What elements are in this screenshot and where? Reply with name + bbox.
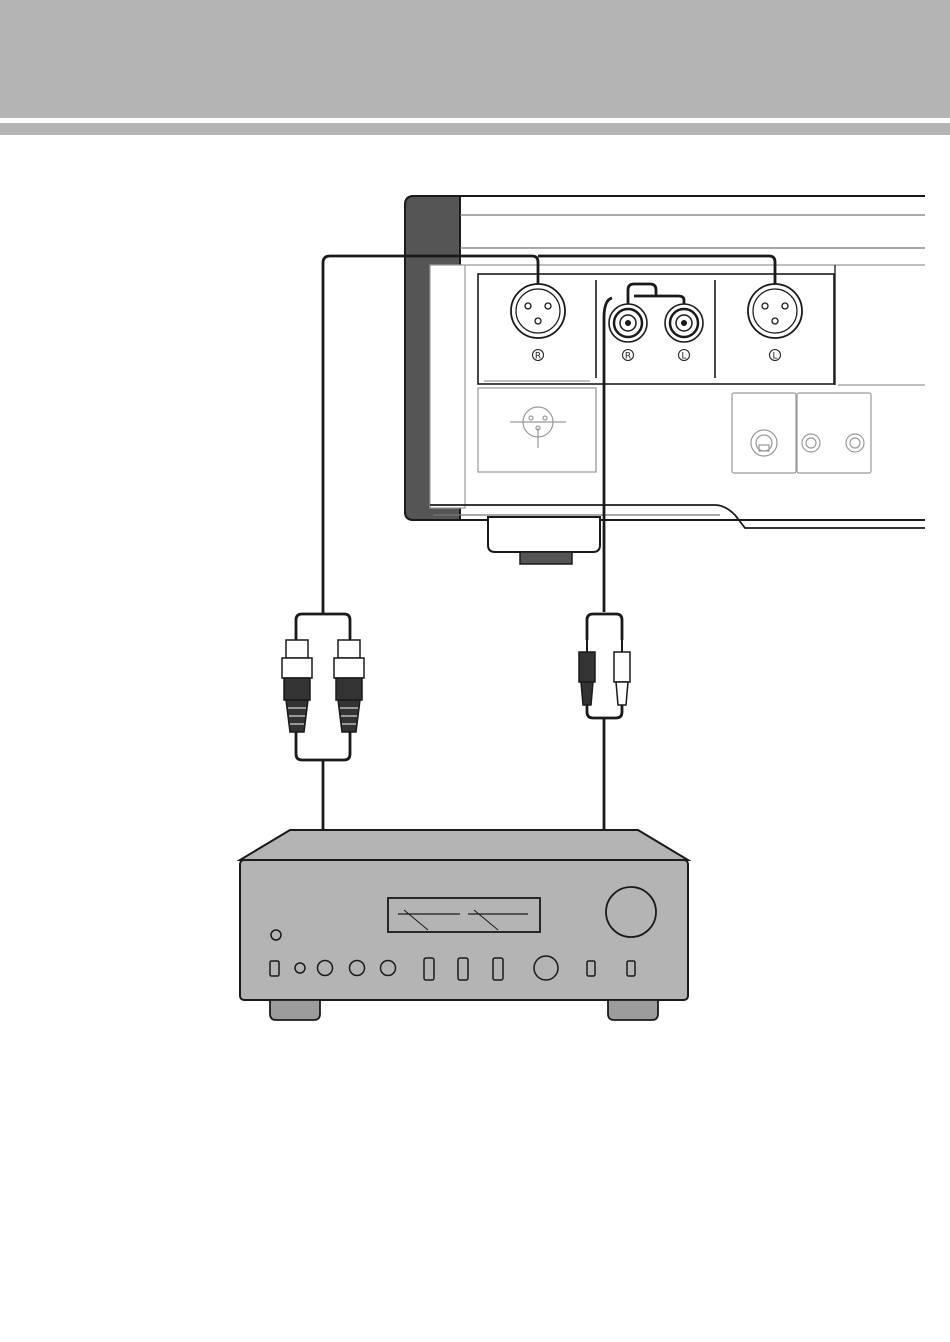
xlr-plug-icon [282, 640, 312, 732]
rca-socket-icon [609, 304, 647, 342]
rca-plug-icon [614, 636, 630, 705]
rca-socket-icon [665, 304, 703, 342]
xlr-right-label: R [535, 352, 541, 362]
rca-left-label: L [681, 352, 686, 362]
xlr-socket-icon [511, 284, 565, 338]
rca-right-label: R [625, 352, 631, 362]
rca-plug-icon [579, 636, 595, 705]
xlr-plug-icon [334, 640, 364, 732]
amplifier-icon [240, 830, 688, 1020]
player-rear-panel: R R L L [405, 196, 925, 564]
xlr-left-label: L [772, 352, 777, 362]
xlr-socket-icon [748, 284, 802, 338]
